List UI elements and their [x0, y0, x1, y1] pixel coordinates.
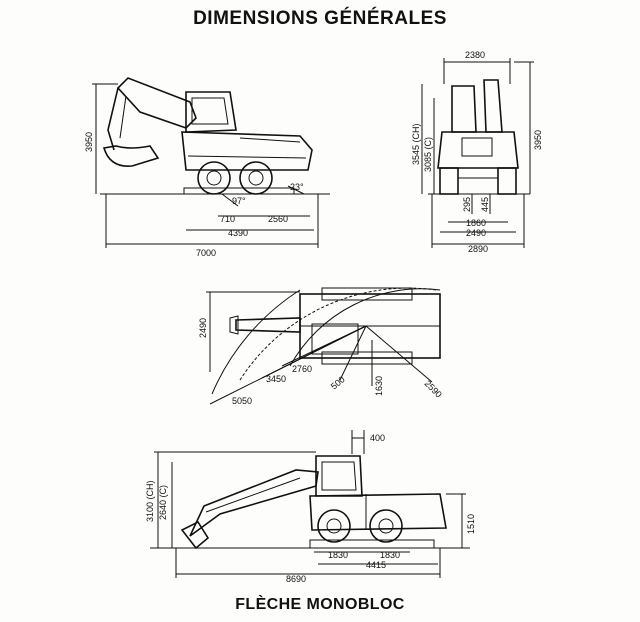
page-title: DIMENSIONS GÉNÉRALES — [193, 8, 447, 29]
dim-2560: 2560 — [268, 214, 288, 224]
dim-4390: 4390 — [228, 228, 248, 238]
dim-400: 400 — [370, 433, 385, 443]
dim-500: 500 — [329, 374, 347, 391]
dim-2490: 2490 — [466, 228, 486, 238]
dim-1510: 1510 — [466, 514, 476, 534]
dim-1860: 1860 — [466, 218, 486, 228]
dim-3450: 3450 — [266, 374, 286, 384]
dim-1830-rear: 1830 — [380, 550, 400, 560]
dim-445: 445 — [480, 197, 490, 212]
dim-710: 710 — [220, 214, 235, 224]
dim-1630: 1630 — [374, 376, 384, 396]
dim-angle-97: 97° — [232, 196, 246, 206]
dim-5050: 5050 — [232, 396, 252, 406]
dim-2590: 2590 — [423, 378, 444, 399]
dim-3100-ch: 3100 (CH) — [145, 480, 155, 522]
dim-8690: 8690 — [286, 574, 306, 584]
dim-plan-2490: 2490 — [198, 318, 208, 338]
dim-2380: 2380 — [465, 50, 485, 60]
dim-3545-ch: 3545 (CH) — [411, 123, 421, 165]
dim-angle-23: 23° — [290, 182, 304, 192]
dim-4415: 4415 — [366, 560, 386, 570]
plan-view: 2490 2760 3450 5050 500 1630 — [198, 287, 444, 406]
dim-1830-front: 1830 — [328, 550, 348, 560]
footer-title: FLÈCHE MONOBLOC — [235, 596, 405, 613]
dim-rear-3950: 3950 — [533, 130, 543, 150]
dim-7000: 7000 — [196, 248, 216, 258]
dim-2640-c: 2640 (C) — [158, 485, 168, 520]
dim-295: 295 — [462, 197, 472, 212]
side-view-top: 3950 97° 23° 710 2560 4390 7000 — [84, 77, 330, 258]
dim-2760: 2760 — [292, 364, 312, 374]
dim-2890: 2890 — [468, 244, 488, 254]
dim-3085-c: 3085 (C) — [423, 137, 433, 172]
dim-height-3950: 3950 — [84, 132, 94, 152]
rear-view: 2380 3545 (CH) 3085 (C) 3950 295 445 — [411, 50, 543, 254]
side-view-bottom: 400 3100 (CH) 2640 (C) 151 — [145, 430, 476, 584]
